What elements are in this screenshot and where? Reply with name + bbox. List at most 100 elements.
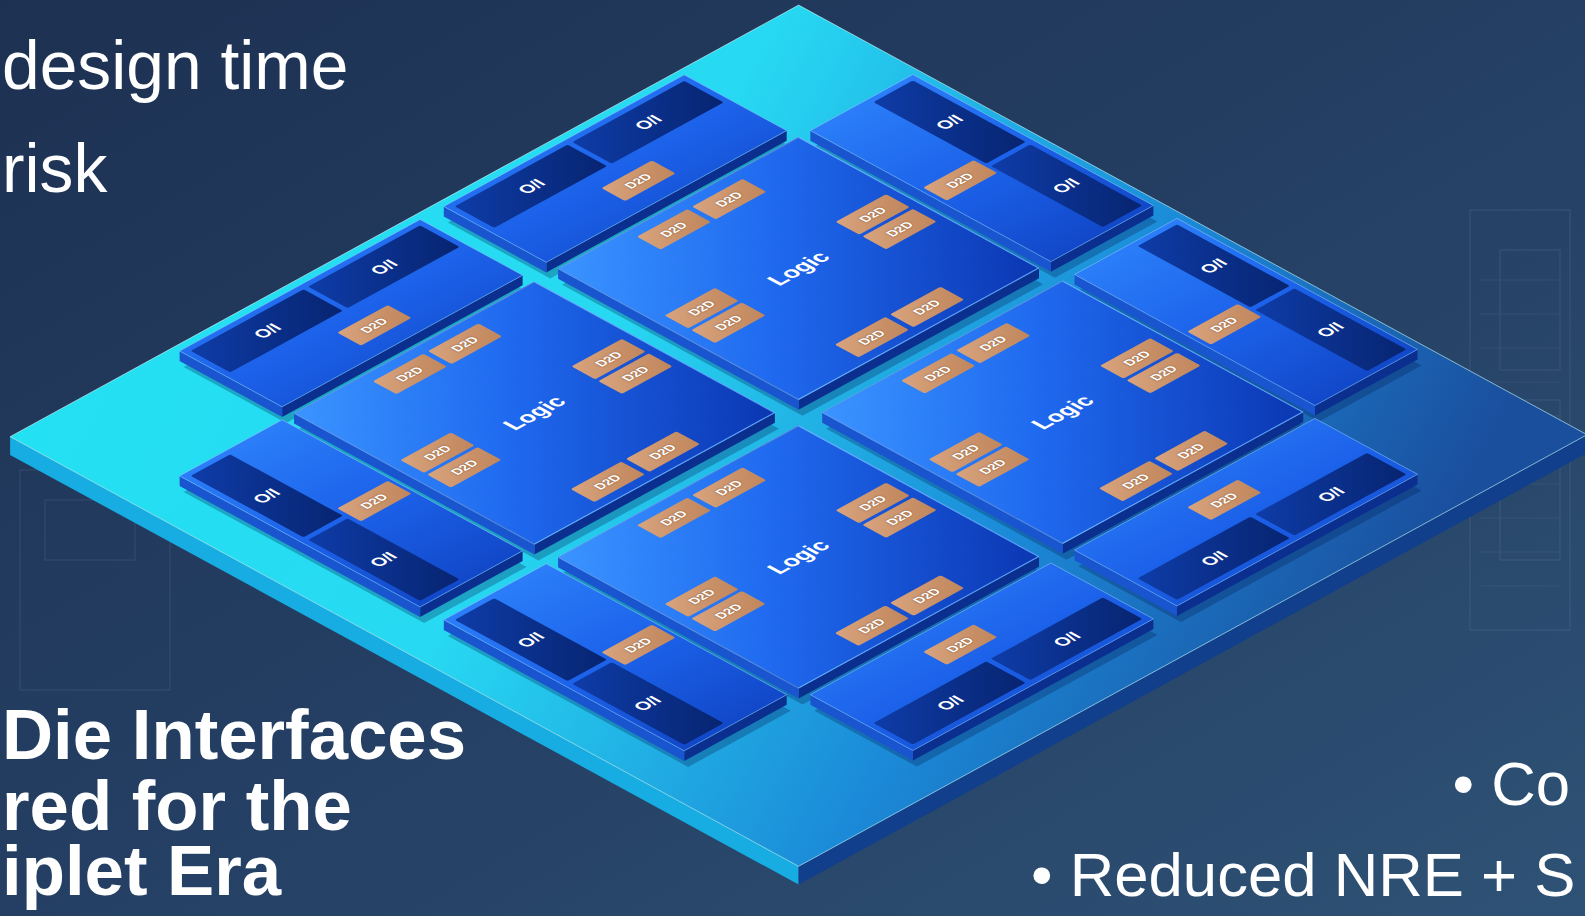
chip-label: D2D xyxy=(1120,349,1153,367)
die-link-pad: D2D xyxy=(692,468,766,509)
chip-label: I/O xyxy=(513,177,548,196)
chip-label: D2D xyxy=(357,316,390,334)
chip-label: D2D xyxy=(711,602,744,620)
die-link-pad: D2D xyxy=(922,160,996,201)
die-link-pad: D2D xyxy=(625,432,699,473)
circuit-trace xyxy=(1480,314,1560,315)
chip-label: I/O xyxy=(630,694,665,713)
chip-label: D2D xyxy=(943,635,976,653)
chip-label: D2D xyxy=(646,443,679,461)
die-link-pad: D2D xyxy=(890,287,964,328)
die-link-pad: D2D xyxy=(1186,304,1260,345)
die-link-pad: D2D xyxy=(834,317,908,358)
chip-label: D2D xyxy=(1174,442,1207,460)
bullet-text: • Reduced NRE + S xyxy=(1031,844,1575,906)
chip-label: D2D xyxy=(592,350,625,368)
circuit-trace xyxy=(1480,518,1560,519)
chip-label: D2D xyxy=(685,299,718,317)
chip-label: I/O xyxy=(1049,176,1084,195)
chip-label: D2D xyxy=(591,473,624,491)
chip-label: I/O xyxy=(513,630,548,649)
chip-label: D2D xyxy=(447,458,480,476)
port-block: I/O xyxy=(308,518,460,601)
chip-label: D2D xyxy=(657,509,690,527)
port-block: I/O xyxy=(1138,517,1290,600)
slide-text: design time xyxy=(2,32,348,100)
chip-label: D2D xyxy=(621,172,654,190)
circuit-trace xyxy=(1480,348,1560,349)
die-link-pad: D2D xyxy=(1154,431,1228,472)
chip-label: I/O xyxy=(249,321,284,340)
die-link-pad: D2D xyxy=(637,209,711,250)
circuit-trace xyxy=(1480,280,1560,281)
chip-label: D2D xyxy=(712,190,745,208)
chip-label: D2D xyxy=(357,492,390,510)
die-link-pad: D2D xyxy=(956,323,1030,364)
chip-label: D2D xyxy=(685,587,718,605)
chip-label: D2D xyxy=(976,457,1009,475)
slide-heading: iplet Era xyxy=(2,836,281,907)
chip-label: D2D xyxy=(393,365,426,383)
chip-label: D2D xyxy=(949,443,982,461)
chip-label: D2D xyxy=(618,364,651,382)
port-block: I/O xyxy=(455,598,607,681)
chip-label: Logic xyxy=(762,249,834,289)
chip-label: D2D xyxy=(976,334,1009,352)
port-block: I/O xyxy=(1255,453,1407,536)
slide-text: risk xyxy=(2,135,107,203)
slide-heading: Die Interfaces xyxy=(2,700,466,771)
circuit-trace xyxy=(1480,382,1560,383)
chip-label: D2D xyxy=(855,617,888,635)
die-link-pad: D2D xyxy=(372,354,446,395)
die-link-pad: D2D xyxy=(890,575,964,616)
die-link-pad: D2D xyxy=(570,462,644,503)
chip-label: D2D xyxy=(657,221,690,239)
chip-label: I/O xyxy=(630,113,665,132)
circuit-trace xyxy=(1480,552,1560,553)
chip-label: I/O xyxy=(366,550,401,569)
die-link-pad: D2D xyxy=(637,498,711,539)
port-block: I/O xyxy=(572,662,724,745)
chip-label: I/O xyxy=(932,112,967,131)
chip-label: D2D xyxy=(883,508,916,526)
slide-heading: red for the xyxy=(2,771,352,842)
chip-label: D2D xyxy=(1147,364,1180,382)
chip-label: I/O xyxy=(1196,256,1231,275)
chip-label: D2D xyxy=(855,328,888,346)
chip-label: D2D xyxy=(856,205,889,223)
chip-label: Logic xyxy=(498,393,570,433)
die-link-pad: D2D xyxy=(922,624,996,665)
die-link-pad: D2D xyxy=(601,625,675,666)
chip-label: Logic xyxy=(1027,393,1099,433)
chip-label: D2D xyxy=(1207,491,1240,509)
chip-label: D2D xyxy=(910,587,943,605)
die-link-pad: D2D xyxy=(834,606,908,647)
chip-label: D2D xyxy=(448,335,481,353)
chip-label: I/O xyxy=(1313,320,1348,339)
chip-label: Logic xyxy=(762,537,834,577)
die-link-pad: D2D xyxy=(337,481,411,522)
circuit-outline xyxy=(1500,250,1560,370)
die-link-pad: D2D xyxy=(692,179,766,220)
port-block: I/O xyxy=(991,597,1143,680)
chip-label: D2D xyxy=(420,443,453,461)
die-link-pad: D2D xyxy=(428,324,502,365)
chip-label: I/O xyxy=(1196,549,1231,568)
chip-label: I/O xyxy=(932,693,967,712)
port-block: I/O xyxy=(191,454,343,537)
die-link-pad: D2D xyxy=(1186,480,1260,521)
chip-label: I/O xyxy=(249,486,284,505)
chip-label: D2D xyxy=(943,171,976,189)
chip-label: D2D xyxy=(712,479,745,497)
die-link-pad: D2D xyxy=(901,353,975,394)
chip-label: D2D xyxy=(711,313,744,331)
chip-label: D2D xyxy=(621,636,654,654)
chip-label: D2D xyxy=(921,364,954,382)
chip-label: I/O xyxy=(366,257,401,276)
die-link-pad: D2D xyxy=(1099,461,1173,502)
chiplets xyxy=(180,75,1418,761)
chip-label: D2D xyxy=(883,220,916,238)
chip-label: I/O xyxy=(1313,485,1348,504)
die-link-pad: D2D xyxy=(601,160,675,201)
